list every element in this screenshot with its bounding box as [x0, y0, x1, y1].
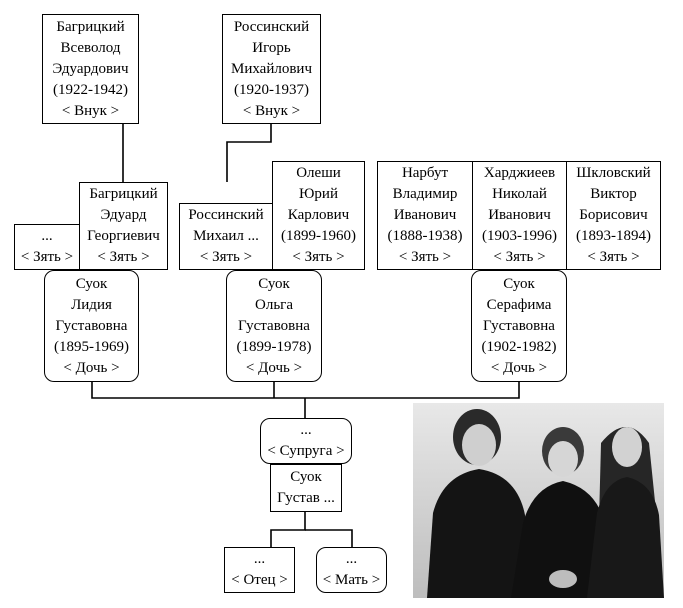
person-shklovsky-viktor[interactable]: Шкловский Виктор Борисович (1893-1894) <…: [566, 161, 661, 270]
person-rossinsky-igor[interactable]: Россинский Игорь Михайлович (1920-1937) …: [222, 14, 321, 124]
person-unknown-zyat[interactable]: ... < Зять >: [14, 224, 80, 270]
person-spouse[interactable]: ... < Супруга >: [260, 418, 352, 464]
person-suok-lidiya[interactable]: Суок Лидия Густавовна (1895-1969) < Дочь…: [44, 270, 139, 382]
sisters-photo-image: [413, 403, 664, 598]
sisters-photo: [413, 403, 664, 598]
person-olesha-yuri[interactable]: Олеши Юрий Карлович (1899-1960) < Зять >: [272, 161, 365, 270]
person-mother[interactable]: ... < Мать >: [316, 547, 387, 593]
person-khardzhiev-nikolai[interactable]: Харджиеев Николай Иванович (1903-1996) <…: [472, 161, 567, 270]
person-suok-gustav[interactable]: Суок Густав ...: [270, 464, 342, 512]
person-bagritsky-vsevolod[interactable]: Багрицкий Всеволод Эдуардович (1922-1942…: [42, 14, 139, 124]
person-rossinsky-mikhail[interactable]: Россинский Михаил ... < Зять >: [179, 203, 273, 270]
person-bagritsky-eduard[interactable]: Багрицкий Эдуард Георгиевич < Зять >: [79, 182, 168, 270]
person-suok-olga[interactable]: Суок Ольга Густавовна (1899-1978) < Дочь…: [226, 270, 322, 382]
person-father[interactable]: ... < Отец >: [224, 547, 295, 593]
person-suok-serafima[interactable]: Суок Серафима Густавовна (1902-1982) < Д…: [471, 270, 567, 382]
person-narbut-vladimir[interactable]: Нарбут Владимир Иванович (1888-1938) < З…: [377, 161, 473, 270]
